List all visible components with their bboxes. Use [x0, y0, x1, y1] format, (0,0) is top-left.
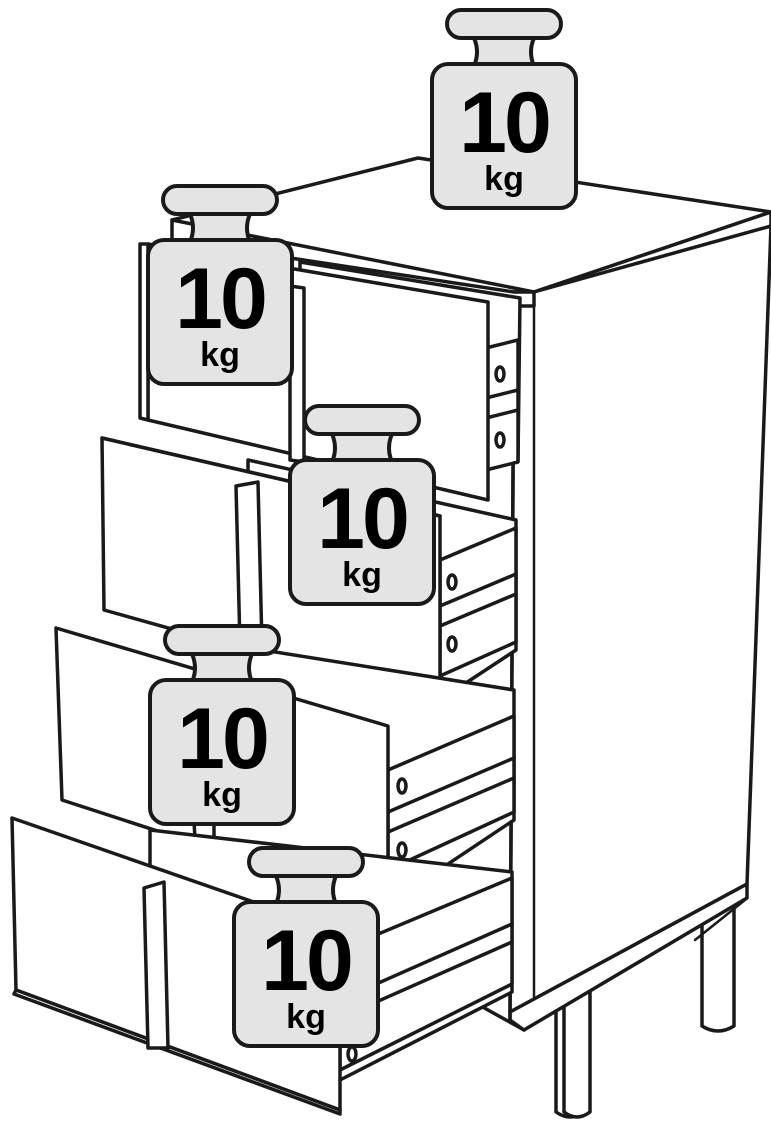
weight-handle [165, 626, 279, 654]
weight-unit: kg [202, 776, 242, 814]
weight-handle [305, 406, 419, 434]
weight-handle [447, 10, 561, 38]
drawer-2-handle [236, 482, 262, 646]
weight-value: 10 [261, 913, 351, 1009]
weight-neck [276, 876, 336, 904]
drawer-1-slide [486, 340, 518, 470]
weight-neck [474, 38, 534, 66]
weight-value: 10 [175, 251, 265, 347]
weight-unit: kg [286, 998, 326, 1036]
weight-neck [190, 214, 250, 242]
weight-handle [249, 848, 363, 876]
weight-value: 10 [317, 471, 407, 567]
weight-unit: kg [342, 556, 382, 594]
weight-neck [192, 654, 252, 682]
weight-value: 10 [459, 75, 549, 171]
weight-unit: kg [484, 160, 524, 198]
drawer-4-handle [144, 882, 168, 1048]
weight-unit: kg [200, 336, 240, 374]
weight-value: 10 [177, 691, 267, 787]
weight-neck [332, 434, 392, 462]
weight-handle [163, 186, 277, 214]
